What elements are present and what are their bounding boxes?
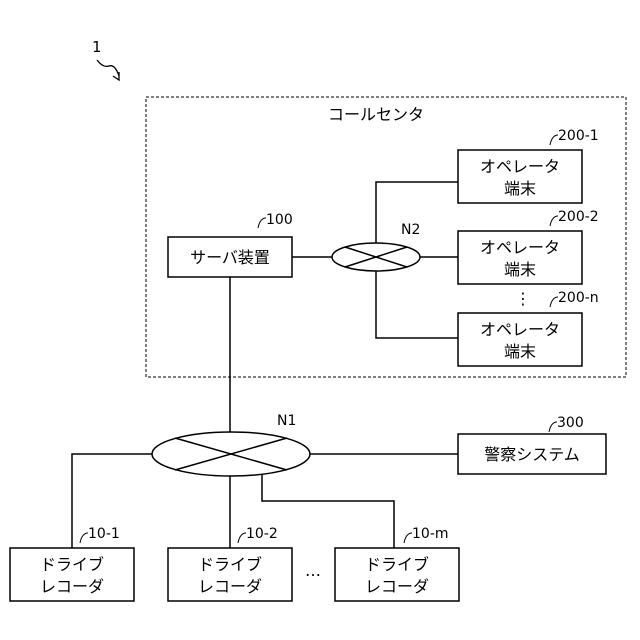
n1-label: N1	[277, 413, 296, 429]
police-system-ref: 300	[557, 415, 584, 431]
drive-recorder-ref-leader	[404, 533, 412, 543]
call-center-label: コールセンタ	[328, 105, 424, 124]
link-n2-operator-n	[376, 271, 458, 338]
police-system-node: 警察システム 300	[458, 415, 606, 474]
operator-terminal-ref-leader	[550, 216, 558, 226]
operator-terminal-2: オペレータ 端末 200-2	[458, 209, 599, 284]
drive-recorder-m: ドライブ レコーダ 10-m	[335, 526, 459, 601]
operator-terminal-ref: 200-2	[558, 209, 599, 225]
drive-recorder-label-line2: レコーダ	[198, 577, 262, 596]
operator-terminal-ref-leader	[550, 297, 558, 307]
operator-terminal-label-line2: 端末	[504, 260, 536, 279]
drive-recorder-ref: 10-2	[246, 526, 278, 542]
operator-terminal-1: オペレータ 端末 200-1	[458, 128, 599, 203]
operator-terminal-ref: 200-n	[558, 290, 599, 306]
drive-recorder-ref-leader	[238, 533, 246, 543]
drive-recorder-ref: 10-m	[412, 526, 449, 542]
drive-recorder-label-line1: ドライブ	[365, 555, 429, 574]
operator-terminal-label-line1: オペレータ	[480, 238, 560, 257]
drive-recorder-ref-leader	[80, 533, 88, 543]
police-system-label: 警察システム	[484, 445, 580, 464]
operator-ellipsis: ⋮	[515, 289, 531, 308]
drive-recorder-ref: 10-1	[88, 526, 120, 542]
server-node: サーバ装置 100	[168, 212, 293, 277]
drive-recorder-label-line2: レコーダ	[365, 577, 429, 596]
server-ref: 100	[266, 212, 293, 228]
link-n1-recorder-m	[262, 466, 394, 548]
operator-terminal-ref: 200-1	[558, 128, 599, 144]
server-label: サーバ装置	[190, 248, 270, 267]
police-system-ref-leader	[549, 422, 557, 432]
n2-label: N2	[401, 222, 420, 238]
operator-terminal-ref-leader	[550, 135, 558, 145]
operator-terminal-label-line2: 端末	[504, 342, 536, 361]
drive-recorder-label-line1: ドライブ	[198, 555, 262, 574]
figure-leader-curve	[97, 60, 119, 76]
figure-number: 1	[92, 38, 102, 56]
drive-recorder-label-line1: ドライブ	[40, 555, 104, 574]
operator-terminal-label-line1: オペレータ	[480, 157, 560, 176]
drive-recorder-label-line2: レコーダ	[40, 577, 104, 596]
network-n1: N1	[152, 413, 310, 476]
operator-terminal-label-line1: オペレータ	[480, 320, 560, 339]
figure-reference: 1	[92, 38, 119, 80]
operator-terminal-label-line2: 端末	[504, 179, 536, 198]
recorder-ellipsis: …	[305, 561, 321, 580]
server-ref-leader	[258, 218, 266, 228]
